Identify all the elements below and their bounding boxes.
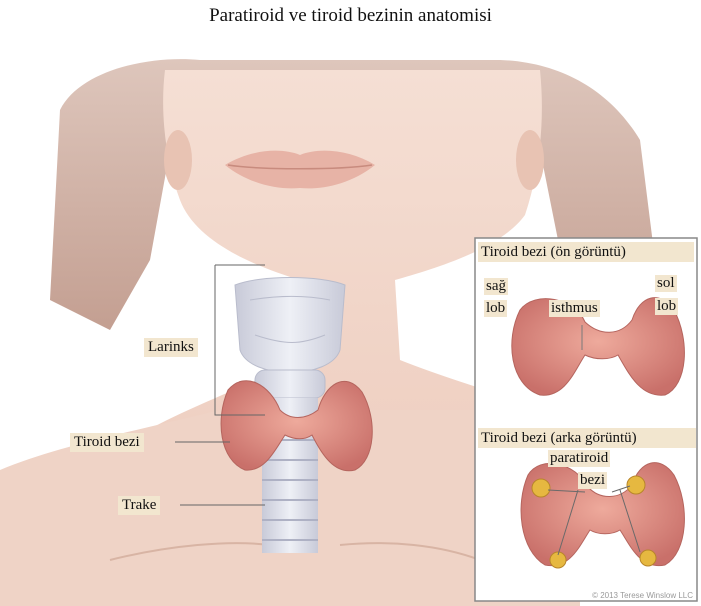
- parathyroid-4: [640, 550, 656, 566]
- back-view-header: Tiroid bezi (arka görüntü): [478, 428, 696, 448]
- front-view-header: Tiroid bezi (ön görüntü): [478, 242, 694, 262]
- left-lobe-label-2: lob: [655, 298, 678, 315]
- parathyroid-label-2: bezi: [578, 472, 607, 489]
- right-lobe-label-1: sağ: [484, 278, 508, 295]
- trachea-label: Trake: [118, 496, 160, 515]
- left-ear: [164, 130, 192, 190]
- isthmus-label: isthmus: [549, 300, 600, 317]
- parathyroid-1: [532, 479, 550, 497]
- larynx-cartilage: [235, 278, 345, 373]
- left-lobe-label-1: sol: [655, 275, 677, 292]
- right-lobe-label-2: lob: [484, 300, 507, 317]
- larynx-label: Larinks: [144, 338, 198, 357]
- right-ear: [516, 130, 544, 190]
- thyroid-label: Tiroid bezi: [70, 433, 144, 452]
- parathyroid-2: [627, 476, 645, 494]
- copyright-text: © 2013 Terese Winslow LLC: [592, 591, 693, 600]
- parathyroid-label-1: paratiroid: [548, 450, 610, 467]
